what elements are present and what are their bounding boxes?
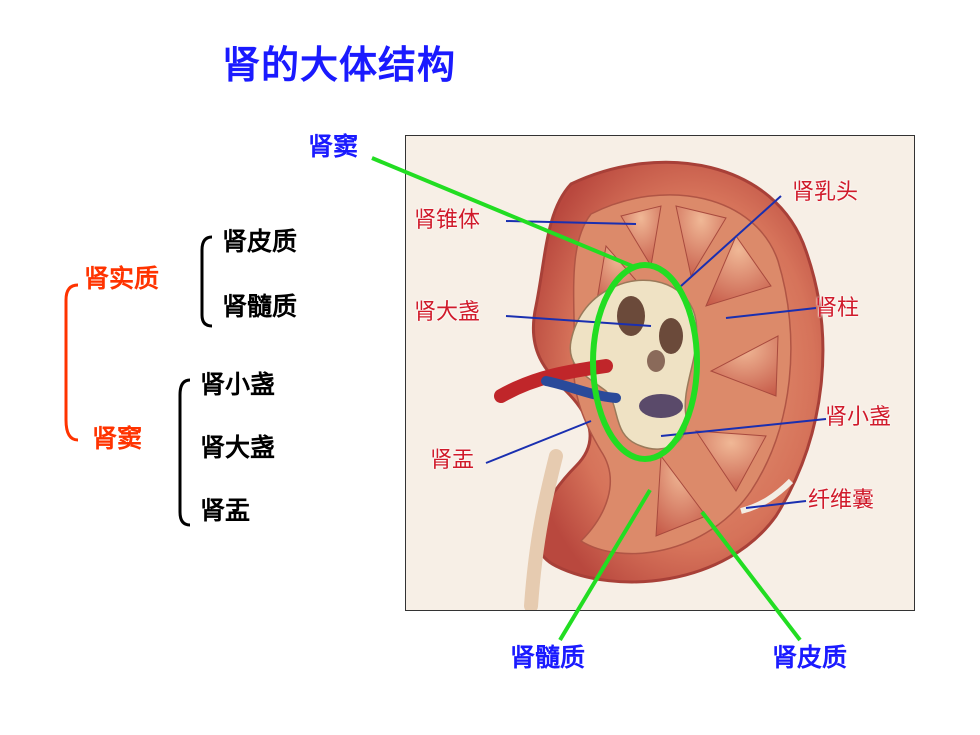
sinus-child-pelvis: 肾盂 xyxy=(200,496,251,525)
ureter xyxy=(524,449,563,610)
pyramid-3 xyxy=(705,234,772,307)
callout-medulla: 肾髓质 xyxy=(510,643,586,672)
kidney-illustration xyxy=(405,135,915,611)
pointer-pelvis xyxy=(485,420,592,464)
label-papilla: 肾乳头 xyxy=(792,180,859,205)
pyramid-5 xyxy=(695,430,767,492)
red-bracket xyxy=(64,283,79,442)
calyx-cavity-2 xyxy=(659,318,683,354)
parenchyma-child-cortex: 肾皮质 xyxy=(222,227,298,256)
pyramid-4 xyxy=(709,335,779,397)
page-title: 肾的大体结构 xyxy=(222,43,457,87)
calyx-cavity-4 xyxy=(647,350,665,372)
parenchyma-label: 肾实质 xyxy=(84,264,160,293)
callout-sinus: 肾窦 xyxy=(308,132,359,161)
sinus-child-minor-calyx: 肾小盏 xyxy=(200,370,276,399)
parenchyma-child-medulla: 肾髓质 xyxy=(222,292,298,321)
label-capsule: 纤维囊 xyxy=(808,488,875,513)
calyx-cavity-3 xyxy=(639,394,683,418)
sinus-child-major-calyx: 肾大盏 xyxy=(200,433,276,462)
label-column: 肾柱 xyxy=(815,296,860,321)
pyramid-2 xyxy=(675,205,727,278)
pyramid-6 xyxy=(655,454,707,537)
callout-cortex: 肾皮质 xyxy=(772,643,848,672)
label-pelvis: 肾盂 xyxy=(430,448,475,473)
pointer-capsule xyxy=(745,500,807,509)
sinus-label: 肾窦 xyxy=(92,424,143,453)
sinus-bracket xyxy=(178,378,191,527)
label-major-calyx: 肾大盏 xyxy=(414,300,481,325)
kidney-drawing xyxy=(485,160,827,610)
pointer-column xyxy=(725,307,817,319)
label-minor-calyx: 肾小盏 xyxy=(825,405,892,430)
fibrous-capsule xyxy=(740,478,794,514)
parenchyma-bracket xyxy=(200,235,213,328)
label-pyramid: 肾锥体 xyxy=(414,208,481,233)
calyx-cavity-1 xyxy=(617,296,645,336)
